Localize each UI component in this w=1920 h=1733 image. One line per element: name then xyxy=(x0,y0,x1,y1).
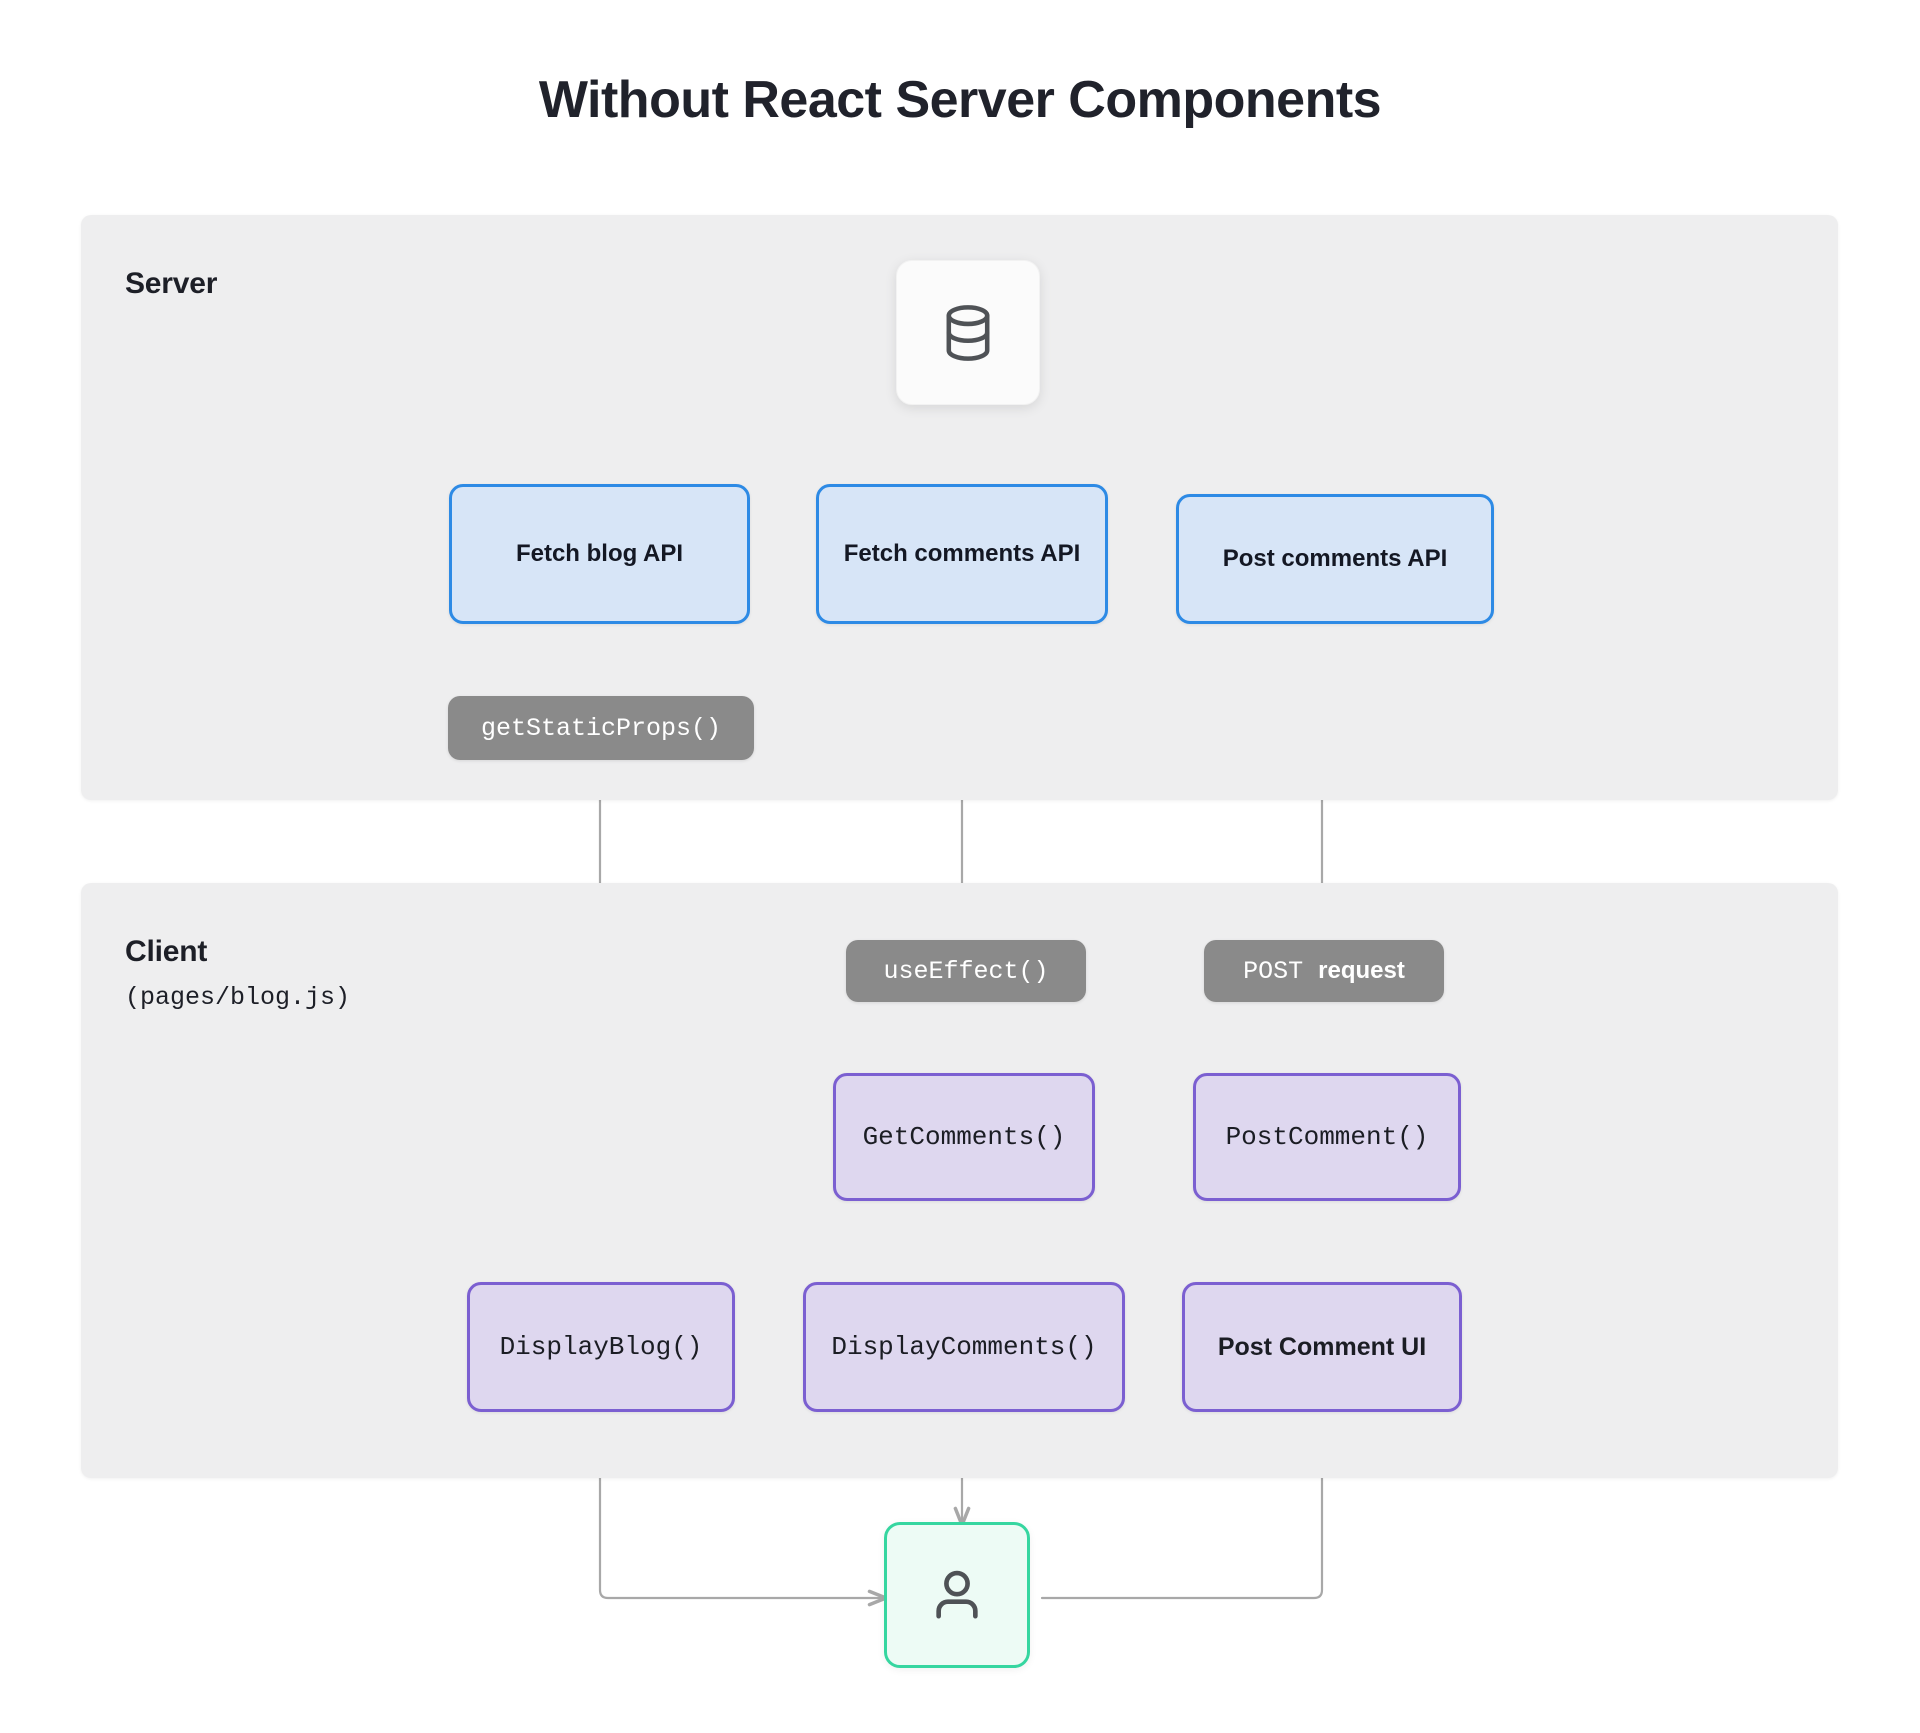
node-label: Post Comment UI xyxy=(1217,1332,1427,1361)
pill-label-bold: request xyxy=(1318,957,1405,984)
user-icon xyxy=(936,1570,978,1619)
client-panel-title: Client xyxy=(125,935,208,968)
node-label: Fetch blog API xyxy=(515,540,684,567)
pill-post-request: POST request xyxy=(1204,940,1444,1002)
pill-label: getStaticProps() xyxy=(480,713,722,743)
user-node[interactable] xyxy=(884,1522,1030,1668)
server-panel-title: Server xyxy=(125,267,218,300)
node-get-comments[interactable]: GetComments() xyxy=(833,1073,1095,1201)
pill-label-mono: POST xyxy=(1243,956,1319,986)
node-display-comments[interactable]: DisplayComments() xyxy=(803,1282,1125,1412)
database-icon xyxy=(946,304,990,361)
node-post-comments-api[interactable]: Post comments API xyxy=(1176,494,1494,624)
node-display-blog[interactable]: DisplayBlog() xyxy=(467,1282,735,1412)
node-label: PostComment() xyxy=(1225,1122,1429,1152)
node-label: Fetch comments API xyxy=(843,540,1081,567)
page-title: Without React Server Components xyxy=(538,71,1382,129)
database-node[interactable] xyxy=(896,260,1040,405)
pill-get-static-props: getStaticProps() xyxy=(448,696,754,760)
pill-use-effect: useEffect() xyxy=(846,940,1086,1002)
node-label: DisplayBlog() xyxy=(499,1332,703,1362)
node-post-comment[interactable]: PostComment() xyxy=(1193,1073,1461,1201)
pill-label: useEffect() xyxy=(883,956,1049,986)
node-fetch-blog-api[interactable]: Fetch blog API xyxy=(449,484,750,624)
node-label: DisplayComments() xyxy=(831,1332,1097,1362)
node-post-comment-ui[interactable]: Post Comment UI xyxy=(1182,1282,1462,1412)
node-label: GetComments() xyxy=(862,1122,1066,1152)
node-label: Post comments API xyxy=(1222,545,1448,572)
node-fetch-comments-api[interactable]: Fetch comments API xyxy=(816,484,1108,624)
client-panel-subtitle: (pages/blog.js) xyxy=(125,983,351,1012)
